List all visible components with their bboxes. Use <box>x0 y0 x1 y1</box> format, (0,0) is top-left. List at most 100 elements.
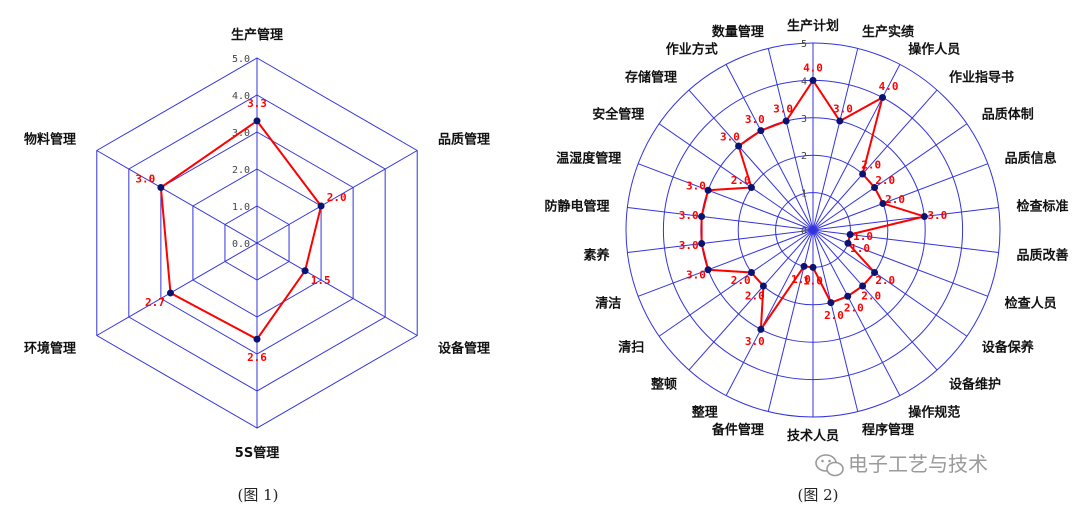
data-point <box>166 289 174 297</box>
category-label: 物料管理 <box>24 132 76 148</box>
data-point <box>844 239 852 247</box>
tick-label: 4 <box>801 76 807 87</box>
category-label: 品质体制 <box>982 107 1034 123</box>
axis-spoke <box>96 150 258 244</box>
value-label: 1.0 <box>791 273 811 286</box>
axis-spoke <box>812 229 999 254</box>
axis-spoke <box>812 48 859 231</box>
value-label: 2.0 <box>875 174 895 187</box>
category-label: 环境管理 <box>24 341 76 357</box>
category-label: 品质管理 <box>438 132 490 148</box>
value-label: 1.0 <box>803 274 823 287</box>
axis-spoke <box>812 123 968 231</box>
data-point <box>879 94 887 102</box>
category-label: 清洁 <box>595 296 621 312</box>
axis-spoke <box>688 89 814 231</box>
data-point <box>747 184 755 192</box>
axis-spoke <box>812 89 938 231</box>
category-label: 程序管理 <box>862 422 914 438</box>
category-label: 数量管理 <box>712 24 764 40</box>
category-label: 清扫 <box>618 339 644 355</box>
axis-spoke <box>725 64 814 231</box>
radar-chart-1: 0.01.02.03.04.05.03.32.01.52.62.73.0生产管理… <box>24 27 490 461</box>
category-label: 技术人员 <box>787 428 839 444</box>
data-point <box>704 186 712 194</box>
value-label: 2.0 <box>731 174 751 187</box>
data-point <box>871 268 879 276</box>
axis-spoke <box>725 229 814 396</box>
tick-label: 0 <box>801 226 807 237</box>
data-point <box>747 268 755 276</box>
category-label: 生产管理 <box>231 27 283 43</box>
data-point <box>759 282 767 290</box>
category-label: 操作规范 <box>908 405 960 421</box>
category-label: 5S管理 <box>235 445 279 461</box>
value-label: 1.0 <box>850 242 870 255</box>
category-label: 设备管理 <box>438 341 490 357</box>
data-point <box>859 282 867 290</box>
data-point <box>859 170 867 178</box>
value-label: 3.0 <box>745 335 765 348</box>
value-label: 3.0 <box>686 268 706 281</box>
value-label: 3.0 <box>135 173 155 186</box>
axis-spoke <box>637 229 814 297</box>
data-point <box>879 199 887 207</box>
value-label: 2.0 <box>824 309 844 322</box>
category-label: 生产计划 <box>787 18 839 34</box>
data-point <box>704 266 712 274</box>
value-label: 2.0 <box>861 290 881 303</box>
axis-spoke <box>256 150 418 244</box>
axis-spoke <box>812 163 989 231</box>
value-label: 2.7 <box>145 296 165 309</box>
category-label: 防静电管理 <box>544 198 609 214</box>
category-label: 温湿度管理 <box>556 150 621 166</box>
tick-label: 3.0 <box>232 128 250 139</box>
tick-label: 0.0 <box>232 239 250 250</box>
data-point <box>157 184 165 191</box>
axis-spoke <box>658 123 814 231</box>
data-point <box>809 76 817 84</box>
axis-spoke <box>812 64 901 231</box>
category-label: 存储管理 <box>625 70 677 86</box>
axis-spoke <box>767 229 814 412</box>
tick-label: 2.0 <box>232 165 250 176</box>
data-point <box>735 142 743 150</box>
data-point <box>827 299 835 307</box>
axis-spoke <box>627 229 814 254</box>
data-point <box>782 117 790 125</box>
data-point <box>253 335 261 343</box>
tick-label: 4.0 <box>232 91 250 102</box>
data-point <box>844 292 852 300</box>
data-point <box>301 267 309 275</box>
category-label: 生产实绩 <box>862 24 914 40</box>
value-label: 3.0 <box>679 209 699 222</box>
radar-chart-2: 0123454.03.04.02.02.02.03.01.01.02.02.02… <box>544 18 1068 444</box>
category-label: 作业指导书 <box>949 70 1014 86</box>
axis-spoke <box>658 229 814 337</box>
data-point <box>757 127 765 135</box>
value-label: 2.0 <box>731 274 751 287</box>
value-label: 1.0 <box>853 230 873 243</box>
tick-label: 5.0 <box>232 54 250 65</box>
value-label: 3.0 <box>720 130 740 143</box>
value-label: 3.0 <box>833 102 853 115</box>
data-point <box>871 184 879 192</box>
axis-spoke <box>812 229 989 297</box>
category-label: 作业方式 <box>666 41 718 57</box>
watermark-text: 电子工艺与技术 <box>848 452 988 476</box>
data-point <box>317 202 325 210</box>
axis-spoke <box>767 48 814 231</box>
axis-spoke <box>812 206 999 231</box>
value-label: 2.0 <box>327 191 347 204</box>
value-label: 3.0 <box>773 102 793 115</box>
category-label: 品质改善 <box>1017 248 1069 264</box>
data-point <box>836 117 844 125</box>
axis-spoke <box>812 229 968 337</box>
axis-spoke <box>812 229 938 371</box>
axis-spoke <box>637 163 814 231</box>
category-label: 检查人员 <box>1005 296 1057 312</box>
tick-label: 5 <box>801 39 807 50</box>
category-label: 操作人员 <box>908 41 960 57</box>
category-label: 检查标准 <box>1017 198 1069 214</box>
